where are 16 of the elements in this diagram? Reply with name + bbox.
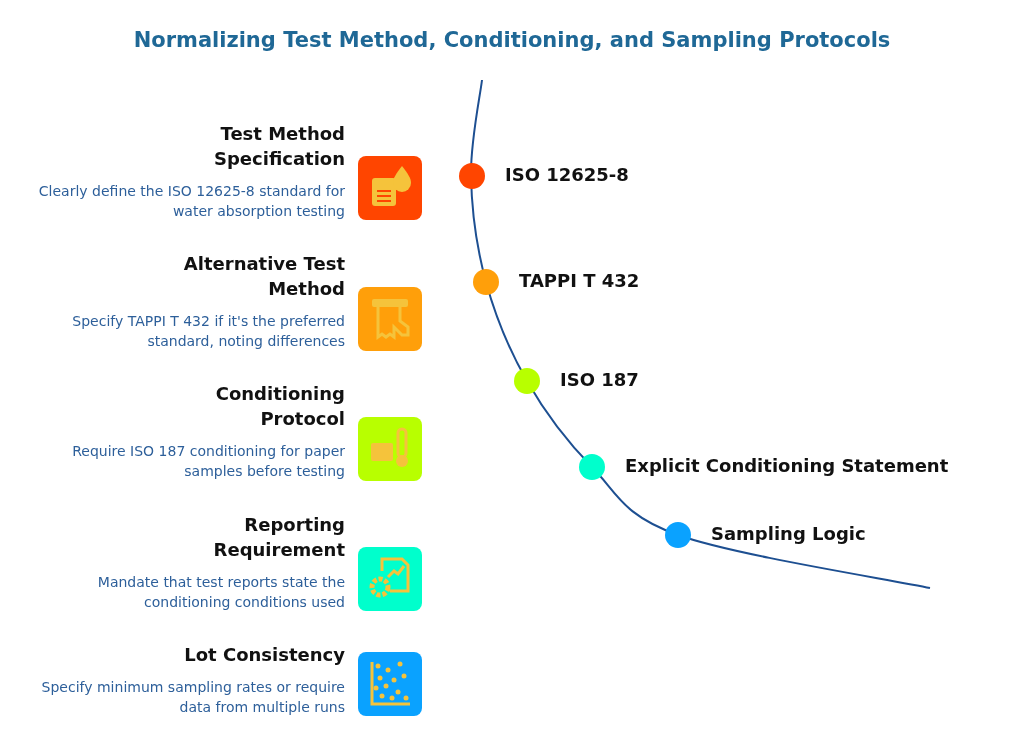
item-description: Specify minimum sampling rates or require data from multiple runs bbox=[40, 678, 345, 717]
item-description: Clearly define the ISO 12625-8 standard for water absorption testing bbox=[37, 182, 345, 221]
item-description: Require ISO 187 conditioning for paper samples before testing bbox=[71, 442, 345, 481]
marker-label: TAPPI T 432 bbox=[519, 270, 640, 291]
item-heading: Alternative Test Method bbox=[182, 252, 345, 301]
item-heading: Lot Consistency bbox=[183, 643, 345, 667]
item-heading: Conditioning Protocol bbox=[214, 382, 345, 431]
item-heading: Test Method Specification bbox=[213, 122, 345, 171]
marker-label: Explicit Conditioning Statement bbox=[625, 455, 949, 476]
marker-label: Sampling Logic bbox=[711, 523, 866, 544]
title: Normalizing Test Method, Conditioning, and Sampling Protocols bbox=[132, 28, 892, 52]
item-description: Mandate that test reports state the conditioning conditions used bbox=[96, 573, 345, 612]
marker-label: ISO 187 bbox=[560, 369, 639, 390]
item-heading: Reporting Requirement bbox=[212, 513, 345, 562]
item-description: Specify TAPPI T 432 if it's the preferred standard, noting differences bbox=[71, 312, 345, 351]
marker-label: ISO 12625-8 bbox=[505, 164, 629, 185]
